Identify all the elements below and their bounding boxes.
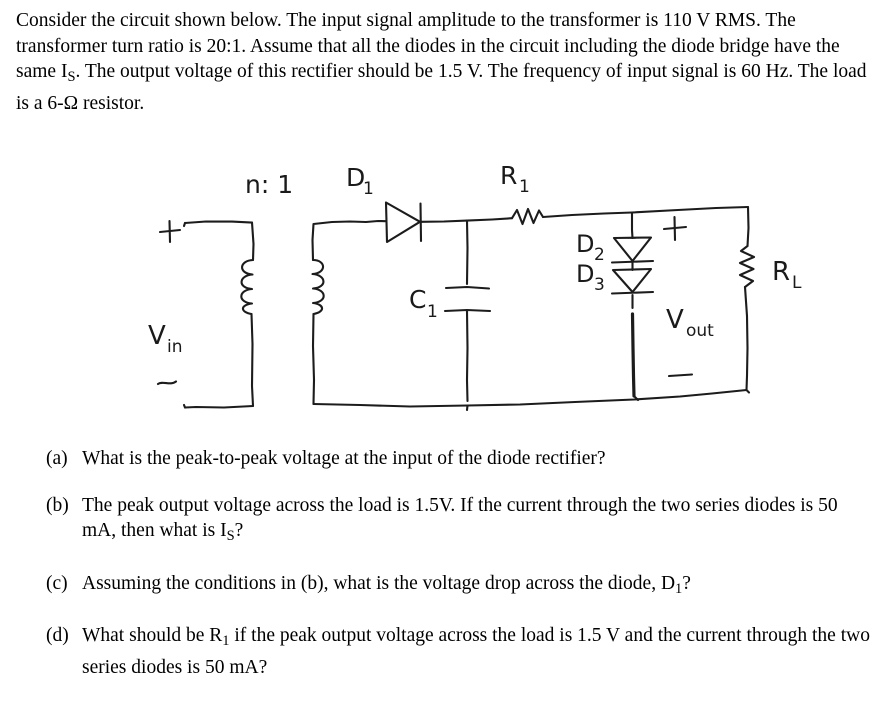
capacitor-top-plate — [444, 285, 491, 290]
label-diode-1-subscript: 1 — [363, 179, 374, 199]
label-v-out-subscript: out — [686, 321, 714, 341]
label-diode-1: D — [346, 163, 365, 192]
label-v-out: V — [666, 305, 684, 335]
primary-bottom-terminal — [182, 403, 187, 409]
wire-r1-to-d2-node — [541, 211, 634, 219]
wire-to-d1 — [364, 219, 388, 224]
question-b-marker: (b) — [46, 494, 69, 516]
problem-statement: Consider the circuit shown below. The in… — [16, 10, 867, 114]
question-a: (a) What is the peak-to-peak voltage at … — [46, 446, 876, 472]
d3-lower-lead-b — [630, 312, 636, 398]
wire-cap-to-r1 — [465, 217, 514, 222]
secondary-top-wire — [311, 220, 368, 262]
rl-lower-lead — [743, 285, 749, 392]
label-diode-3-subscript: 3 — [594, 275, 605, 295]
primary-top-wire — [183, 220, 254, 225]
primary-bottom-wire — [183, 404, 255, 409]
label-diode-3: D — [576, 260, 594, 288]
d2-upper-lead — [630, 211, 634, 240]
question-a-text: What is the peak-to-peak voltage at the … — [82, 448, 606, 469]
rl-upper-lead — [746, 205, 750, 248]
vin-minus-mark — [156, 380, 178, 386]
capacitor-lower-lead — [465, 309, 469, 403]
resistor-1-zigzag — [510, 207, 545, 226]
label-load-resistor: R — [772, 257, 790, 287]
cap-bottom-junction-tick — [465, 404, 469, 412]
vout-plus-vertical — [673, 215, 677, 242]
vin-plus-vertical — [168, 219, 172, 244]
label-capacitor-subscript: 1 — [427, 302, 438, 322]
diode-3-cathode-bar — [610, 290, 655, 295]
wire-node-to-rl — [630, 205, 750, 214]
question-d-text: What should be R1 if the peak output vol… — [82, 625, 870, 678]
d3-bottom-junction-tick — [632, 394, 640, 402]
questions-list: (a) What is the peak-to-peak voltage at … — [46, 446, 876, 701]
question-c-marker: (c) — [46, 572, 68, 594]
primary-upper-lead — [250, 221, 255, 262]
vout-minus-mark — [667, 373, 694, 378]
load-resistor-zigzag — [738, 244, 756, 289]
label-diode-2-subscript: 2 — [594, 245, 605, 265]
question-b-text: The peak output voltage across the load … — [82, 494, 838, 545]
label-v-in-subscript: in — [167, 337, 183, 357]
transformer-primary-coil — [240, 258, 255, 316]
capacitor-upper-lead — [465, 219, 469, 286]
diode-3-triangle — [611, 267, 653, 294]
question-b: (b) The peak output voltage across the l… — [46, 493, 876, 550]
label-diode-2: D — [576, 230, 594, 258]
question-c-text: Assuming the conditions in (b), what is … — [82, 572, 691, 597]
secondary-lower-lead — [311, 312, 316, 406]
label-v-in: V — [148, 321, 166, 351]
wire-d1-to-cap-node — [419, 219, 469, 223]
primary-lower-lead — [250, 312, 255, 408]
primary-top-terminal — [182, 221, 187, 228]
label-resistor-1: R — [500, 161, 517, 190]
circuit-diagram: n: 1 D 1 R 1 D 2 D 3 C 1 R L — [0, 148, 896, 438]
bottom-right-corner-tick — [745, 388, 751, 394]
diode-1-triangle — [384, 201, 422, 244]
question-d: (d) What should be R1 if the peak output… — [46, 623, 876, 680]
transformer-secondary-coil — [311, 258, 325, 316]
question-a-marker: (a) — [46, 448, 68, 469]
label-capacitor: C — [409, 285, 426, 314]
question-d-marker: (d) — [46, 625, 69, 647]
bottom-rail — [312, 388, 748, 408]
diode-2-triangle — [612, 236, 653, 263]
label-load-resistor-subscript: L — [792, 273, 802, 293]
question-c: (c) Assuming the conditions in (b), what… — [46, 571, 876, 603]
label-resistor-1-subscript: 1 — [519, 177, 530, 197]
label-turns-ratio: n: 1 — [245, 170, 293, 199]
